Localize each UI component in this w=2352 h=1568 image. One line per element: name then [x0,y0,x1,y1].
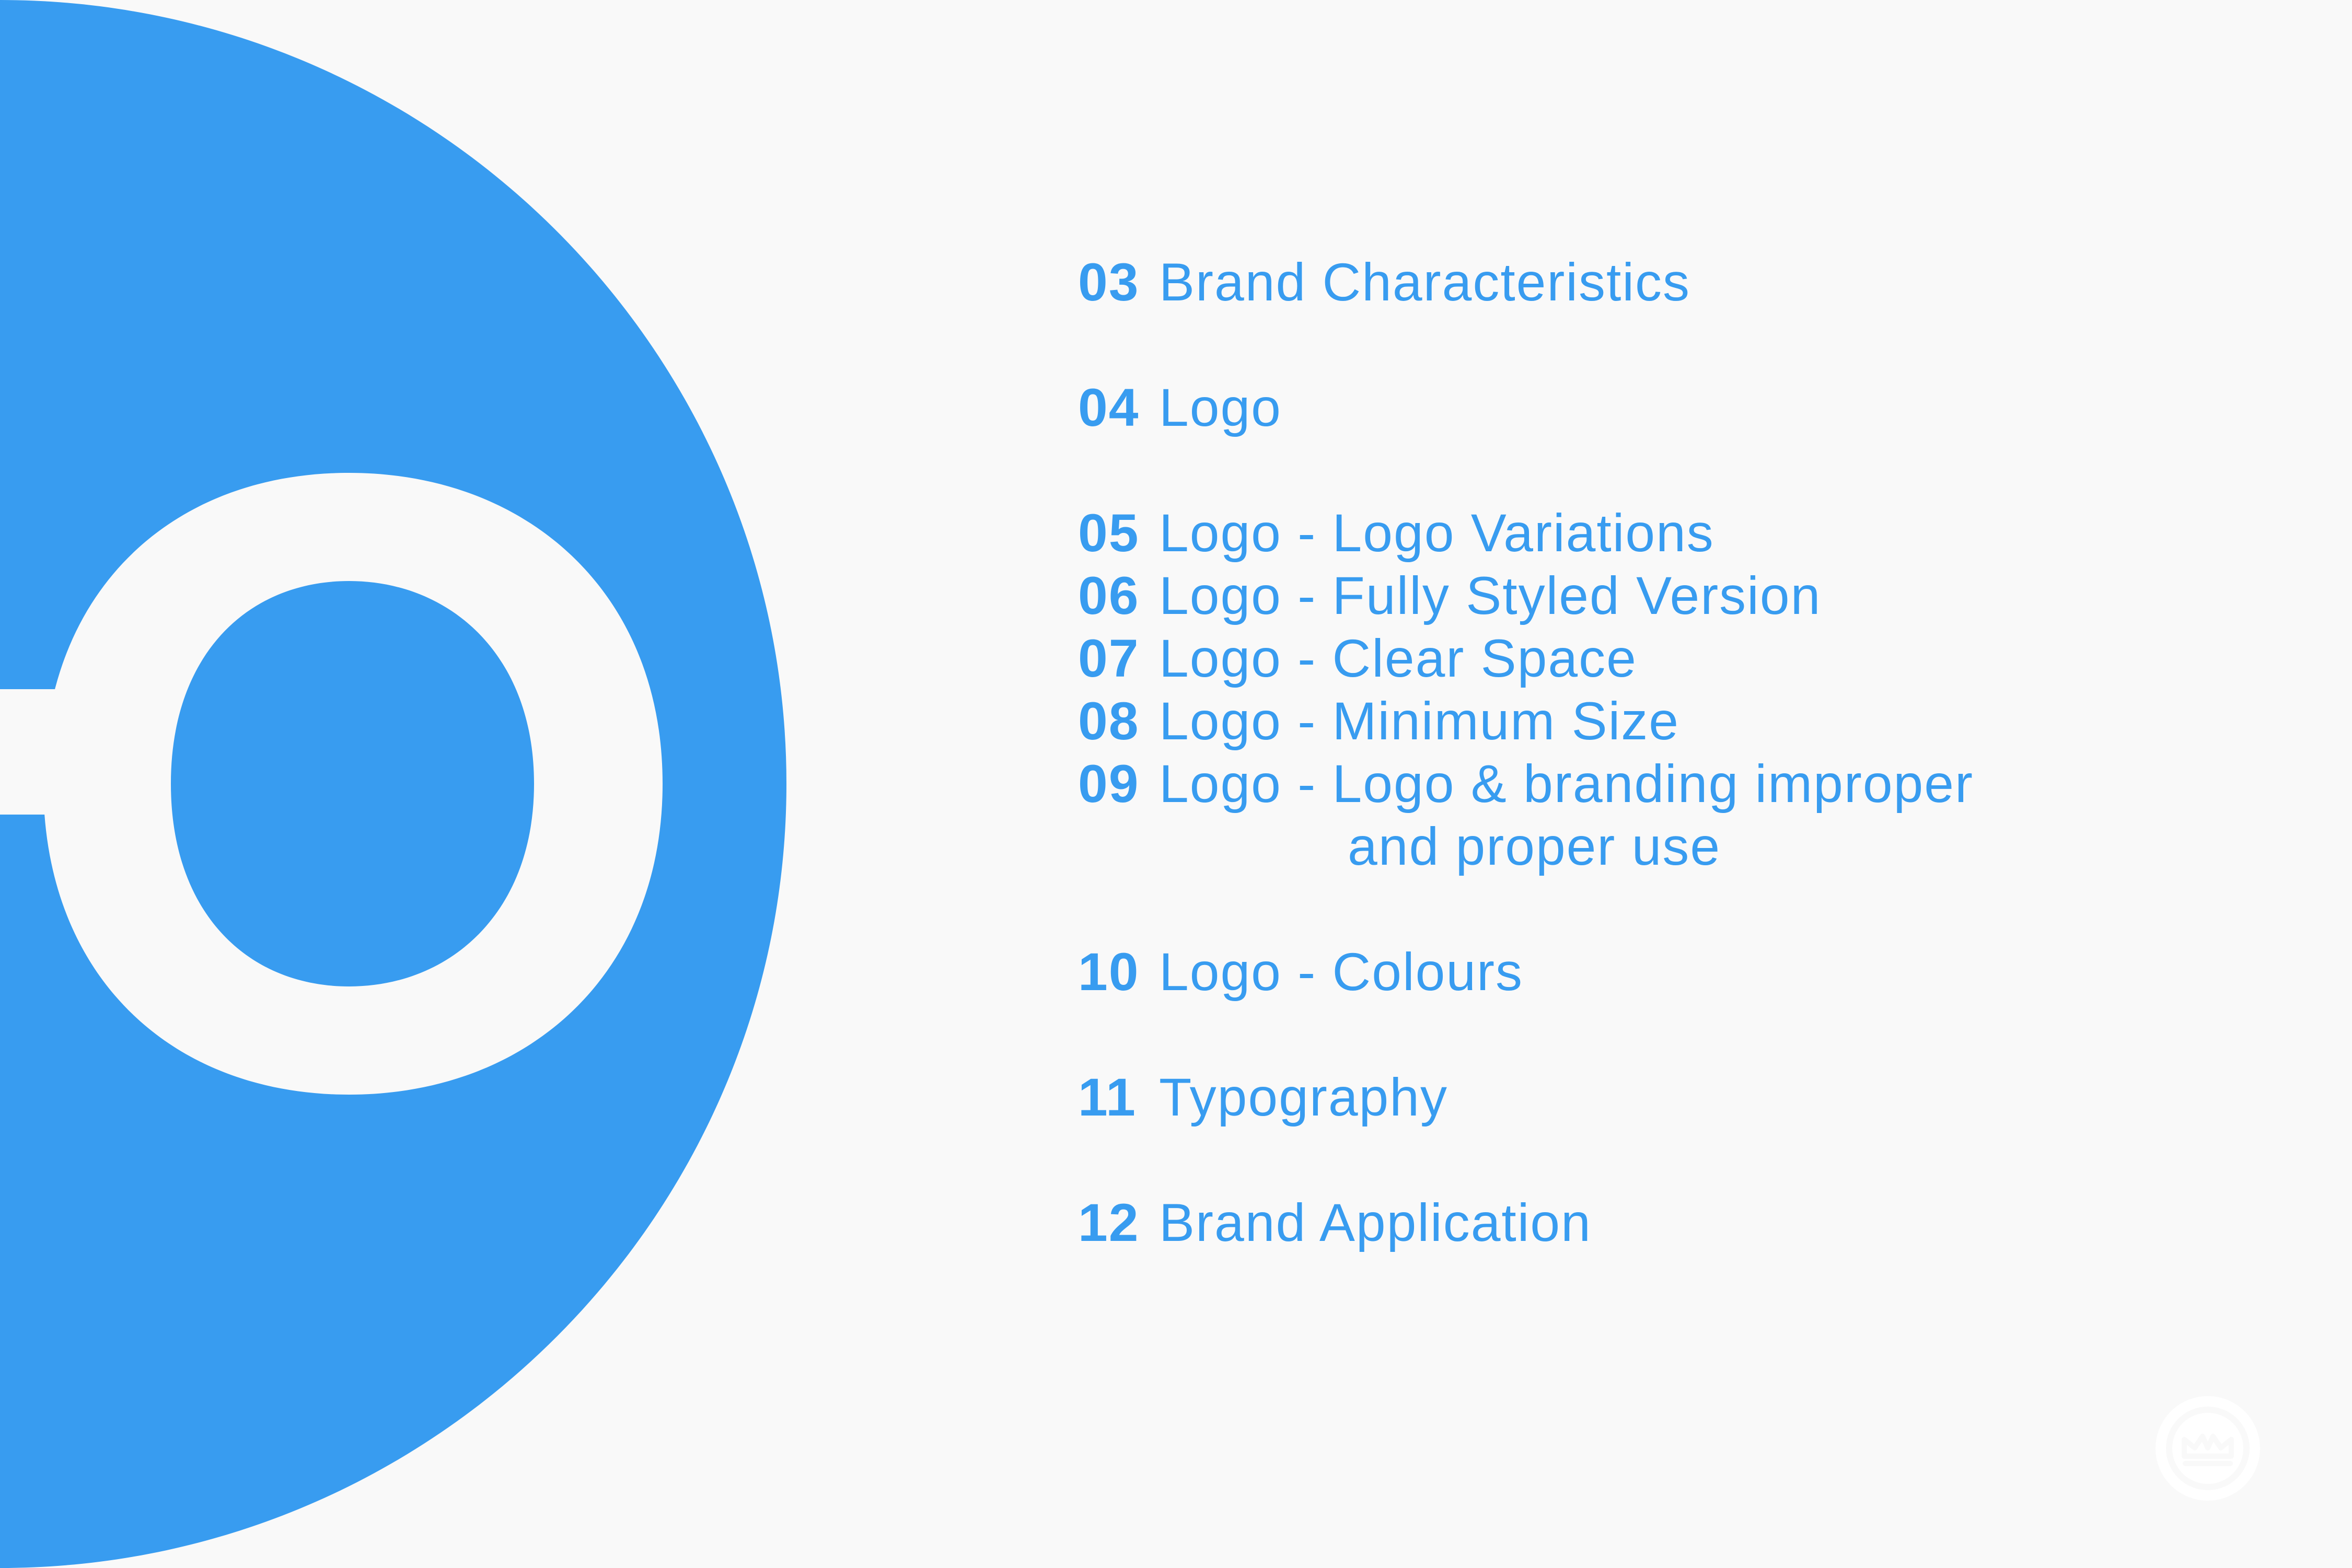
toc-item-number: 11 [1078,1067,1137,1127]
toc-item-number: 06 [1078,566,1140,625]
toc-item-title: Typography [1159,1067,1449,1127]
toc-item-continuation: and proper use [1078,815,1974,878]
toc-item-title: Logo - Minimum Size [1159,691,1679,751]
toc-item: 03 Brand Characteristics [1078,251,1974,313]
toc-item-title: Logo - Colours [1159,942,1524,1002]
toc-item-number: 09 [1078,754,1140,814]
toc-item: 09 Logo - Logo & branding improper [1078,752,1974,815]
toc-item-number: 04 [1078,378,1140,437]
toc-item-title: Logo - Logo Variations [1159,503,1714,563]
toc-item-title: Brand Application [1159,1193,1592,1252]
toc-item-number: 05 [1078,503,1140,563]
toc-item: 04 Logo [1078,376,1974,439]
toc-item-title: Logo - Logo & branding improper [1159,754,1974,814]
toc-item: 05 Logo - Logo Variations [1078,502,1974,564]
toc-item-title: Logo - Fully Styled Version [1159,566,1822,625]
toc-item-number: 10 [1078,942,1140,1002]
toc-item-title: Brand Characteristics [1159,252,1691,312]
toc-item-title: Logo [1159,378,1282,437]
toc-item: 12 Brand Application [1078,1191,1974,1254]
toc-item-number: 07 [1078,629,1140,688]
toc-item-number: 08 [1078,691,1140,751]
toc-item-number: 03 [1078,252,1140,312]
toc-item: 06 Logo - Fully Styled Version [1078,564,1974,627]
toc-item-title-continuation: and proper use [1348,817,1721,876]
brand-mark-icon [2156,1396,2260,1501]
brand-circle-graphic [0,0,786,1568]
table-of-contents: 03 Brand Characteristics 04 Logo 05 Logo… [1078,251,1974,1254]
toc-item-title: Logo - Clear Space [1159,629,1637,688]
toc-item: 11 Typography [1078,1066,1974,1129]
toc-item: 07 Logo - Clear Space [1078,627,1974,690]
toc-item: 08 Logo - Minimum Size [1078,690,1974,752]
toc-item: 10 Logo - Colours [1078,940,1974,1003]
toc-item-number: 12 [1078,1193,1140,1252]
